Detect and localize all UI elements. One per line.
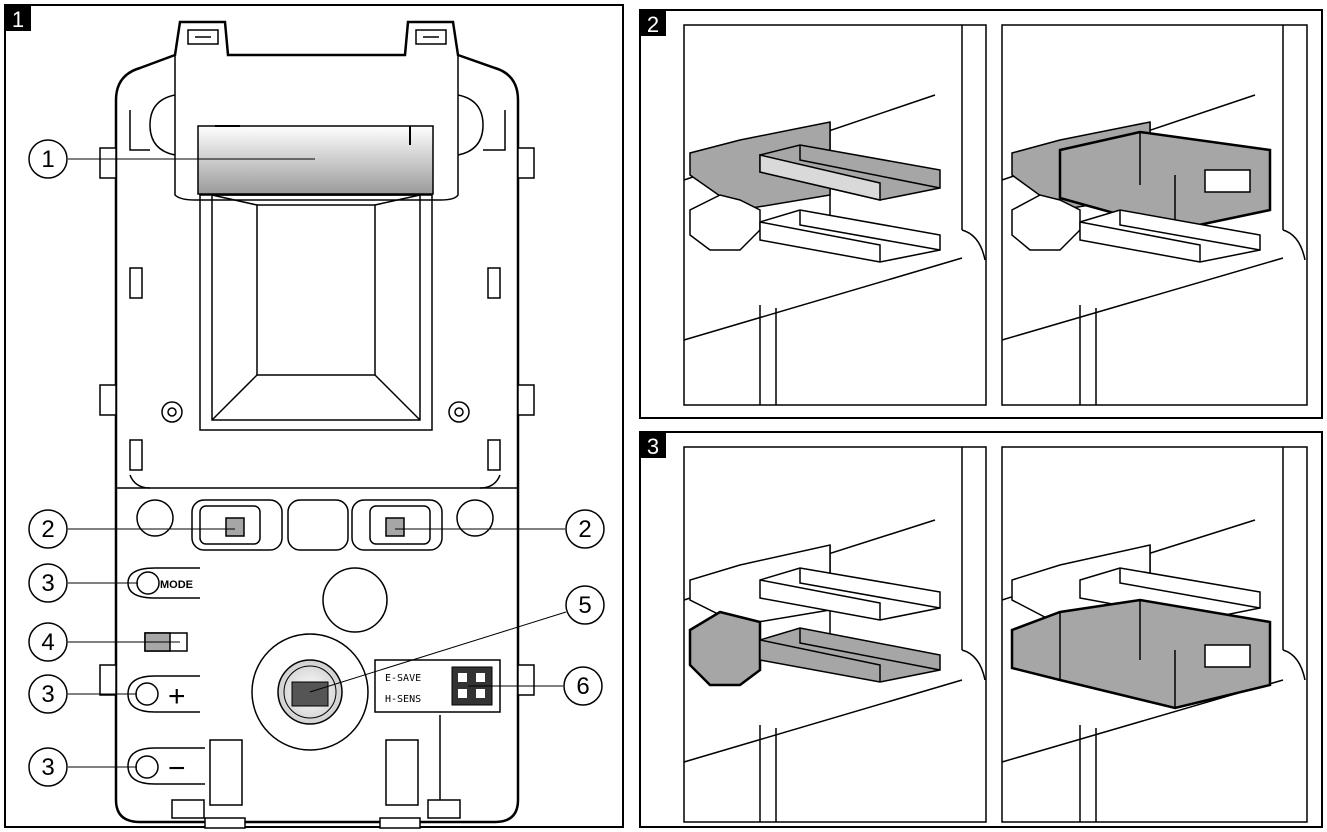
mode-label: MODE bbox=[160, 579, 193, 591]
panel-1-frame bbox=[4, 4, 624, 828]
round-sensor bbox=[322, 567, 388, 633]
callout-1: 1 bbox=[41, 146, 54, 173]
callout-3-minus: 3 bbox=[41, 754, 54, 781]
panel-2: 2 bbox=[639, 9, 1323, 419]
panel-3-view-left bbox=[683, 446, 987, 823]
callout-3-plus: 3 bbox=[41, 681, 54, 708]
callout-markers bbox=[28, 139, 605, 787]
device-body bbox=[114, 20, 520, 824]
upper-housing bbox=[174, 55, 459, 201]
plus-symbol: + bbox=[168, 680, 186, 713]
side-bumps bbox=[129, 94, 506, 156]
mode-button[interactable]: MODE bbox=[127, 567, 200, 599]
jumper-hsens-label: H-SENS bbox=[385, 694, 421, 705]
minus-button[interactable]: − bbox=[127, 747, 205, 785]
panel-2-view-left bbox=[683, 24, 987, 406]
panel-2-label-bg bbox=[640, 10, 666, 36]
panel-3-view-right bbox=[1001, 446, 1308, 823]
jumpers[interactable]: E-SAVE H-SENS bbox=[374, 659, 501, 713]
screw-holes bbox=[161, 401, 470, 423]
panel-2-view-right bbox=[1001, 24, 1308, 406]
panel-3-label-bg bbox=[640, 432, 666, 458]
callout-leaders bbox=[68, 158, 567, 768]
callout-numbers: 1 2 2 3 4 3 3 5 6 bbox=[41, 146, 591, 781]
callout-4: 4 bbox=[41, 629, 54, 656]
callout-2-left: 2 bbox=[41, 516, 54, 543]
side-tabs bbox=[99, 147, 535, 696]
mounting-slots bbox=[129, 267, 501, 471]
panel-2-frame bbox=[639, 9, 1323, 419]
lens bbox=[197, 125, 434, 195]
jumper-esave-label: E-SAVE bbox=[385, 673, 421, 684]
callout-2-right: 2 bbox=[578, 516, 591, 543]
bottom-terminals bbox=[171, 715, 461, 829]
panel-3-frame bbox=[639, 431, 1323, 828]
panel-3: 3 bbox=[639, 431, 1323, 828]
led-right bbox=[385, 517, 405, 537]
pyramid-recess bbox=[199, 194, 433, 431]
callout-6: 6 bbox=[576, 673, 589, 700]
callout-5: 5 bbox=[578, 592, 591, 619]
panel-3-label: 3 bbox=[647, 434, 659, 459]
panel-1-label-bg bbox=[5, 5, 31, 31]
top-clips bbox=[187, 29, 447, 45]
minus-symbol: − bbox=[168, 752, 186, 785]
panel-1: 1 bbox=[4, 4, 624, 829]
panel-2-label: 2 bbox=[647, 12, 659, 37]
callout-3-mode: 3 bbox=[41, 570, 54, 597]
panel-1-label: 1 bbox=[12, 7, 24, 32]
led-left bbox=[225, 517, 245, 537]
